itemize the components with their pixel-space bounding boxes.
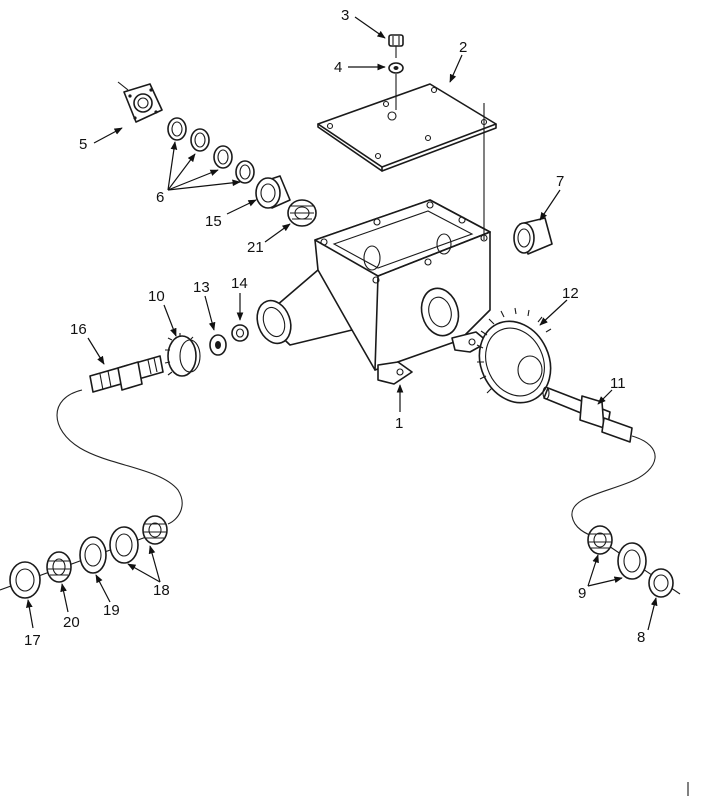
bearing-cup-9 bbox=[617, 542, 647, 580]
bearing-cup-15 bbox=[255, 175, 291, 209]
callout-18: 18 bbox=[153, 582, 170, 599]
callout-2: 2 bbox=[459, 39, 467, 56]
gearbox-housing bbox=[256, 199, 491, 385]
callout-7: 7 bbox=[556, 173, 564, 190]
thrust-washer bbox=[209, 334, 227, 356]
callout-5: 5 bbox=[79, 136, 87, 153]
hex-nut bbox=[231, 324, 249, 342]
bearing-cup-19 bbox=[79, 536, 107, 574]
callout-11: 11 bbox=[610, 375, 626, 392]
callout-labels: 3 4 2 5 6 15 21 7 12 10 13 14 16 1 11 18… bbox=[24, 7, 645, 649]
callout-21: 21 bbox=[247, 239, 264, 256]
leader-arrows bbox=[26, 16, 658, 631]
callout-16: 16 bbox=[70, 321, 87, 338]
breather-plug bbox=[388, 34, 404, 58]
oil-seal-8 bbox=[648, 568, 674, 598]
bearing-cone-18 bbox=[142, 515, 168, 545]
assembly-path-left bbox=[56, 389, 183, 525]
bearing-cone-20 bbox=[46, 551, 72, 583]
pinion-shaft bbox=[542, 386, 633, 443]
callout-17: 17 bbox=[24, 632, 41, 649]
callout-8: 8 bbox=[637, 629, 645, 646]
bearing-flange bbox=[117, 81, 163, 123]
callout-12: 12 bbox=[562, 285, 579, 302]
bearing-cup-18 bbox=[109, 526, 139, 564]
callout-20: 20 bbox=[63, 614, 80, 631]
bearing-cone-9 bbox=[587, 525, 613, 555]
input-shaft bbox=[89, 355, 164, 393]
bevel-pinion-gear bbox=[164, 333, 201, 377]
ring-gear bbox=[476, 307, 552, 404]
lock-nut bbox=[388, 62, 404, 110]
callout-3: 3 bbox=[341, 7, 349, 24]
callout-9: 9 bbox=[578, 585, 586, 602]
shim-set bbox=[167, 117, 255, 184]
bearing-cone-21 bbox=[287, 199, 317, 227]
callout-14: 14 bbox=[231, 275, 248, 292]
callout-10: 10 bbox=[148, 288, 165, 305]
callout-4: 4 bbox=[334, 59, 342, 76]
oil-seal-17 bbox=[9, 561, 41, 599]
callout-13: 13 bbox=[193, 279, 210, 296]
callout-6: 6 bbox=[156, 189, 164, 206]
callout-1: 1 bbox=[395, 415, 403, 432]
cover-plate bbox=[317, 83, 497, 240]
assembly-path-right bbox=[571, 435, 656, 539]
oil-seal bbox=[513, 217, 553, 255]
callout-15: 15 bbox=[205, 213, 222, 230]
callout-19: 19 bbox=[103, 602, 120, 619]
